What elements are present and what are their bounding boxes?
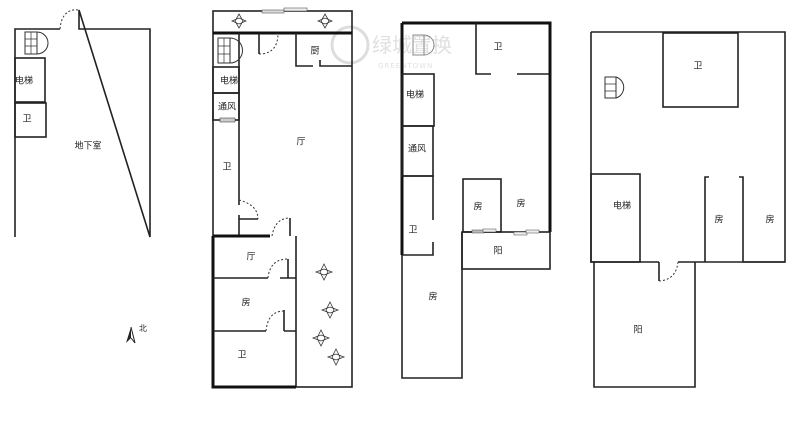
north-arrow-icon: 北	[126, 324, 147, 344]
room-label-elevator: 电梯	[220, 75, 238, 87]
plan-basement: 电梯 卫 地下室	[14, 9, 151, 238]
spiral-stair-icon	[24, 31, 49, 55]
room-label-room-low: 房	[428, 291, 437, 303]
room-label-bath: 卫	[22, 115, 31, 125]
room-label-room-small: 房	[473, 201, 482, 213]
watermark-logo: 绿城置换 GREENTOWN	[330, 25, 452, 70]
plant-decoration-icon	[230, 13, 346, 366]
room-label-balcony: 阳	[493, 246, 502, 257]
room-label-balcony: 阳	[633, 325, 642, 336]
plan-floor-2: 卫 电梯 通风 卫 房 房 阳 房	[400, 21, 552, 379]
plan-floor-3: 卫 电梯 房 房 阳	[590, 31, 786, 388]
room-label-vent: 通风	[218, 102, 236, 113]
spiral-stair-icon	[412, 34, 435, 56]
spiral-stair-icon	[604, 76, 625, 99]
room-label-room-2: 房	[765, 214, 774, 226]
room-label-vent: 通风	[408, 144, 426, 155]
room-label-bath: 卫	[693, 62, 702, 72]
room-label-elevator: 电梯	[406, 89, 424, 101]
room-label-elevator: 电梯	[15, 75, 33, 87]
room-label-basement: 地下室	[74, 140, 101, 152]
watermark-cn: 绿城置换	[372, 33, 452, 57]
room-label-kitchen: 厨	[310, 46, 319, 57]
compass-label: 北	[139, 324, 147, 333]
room-label-room: 房	[241, 297, 250, 309]
room-label-elevator: 电梯	[613, 200, 631, 212]
room-label-room-big: 房	[516, 198, 525, 210]
plan-floor-1: 厨 电梯 通风 卫 厅 厅 房 卫	[211, 7, 353, 389]
room-label-room-1: 房	[714, 214, 723, 226]
watermark-en: GREENTOWN	[378, 62, 433, 70]
spiral-stair-icon	[217, 37, 243, 64]
room-label-bath: 卫	[222, 163, 231, 173]
room-label-hall: 厅	[246, 252, 255, 263]
room-label-living: 厅	[296, 137, 305, 148]
room-label-bath-2: 卫	[237, 351, 246, 361]
room-label-bath-2: 卫	[408, 226, 417, 236]
room-label-bath: 卫	[493, 43, 502, 53]
